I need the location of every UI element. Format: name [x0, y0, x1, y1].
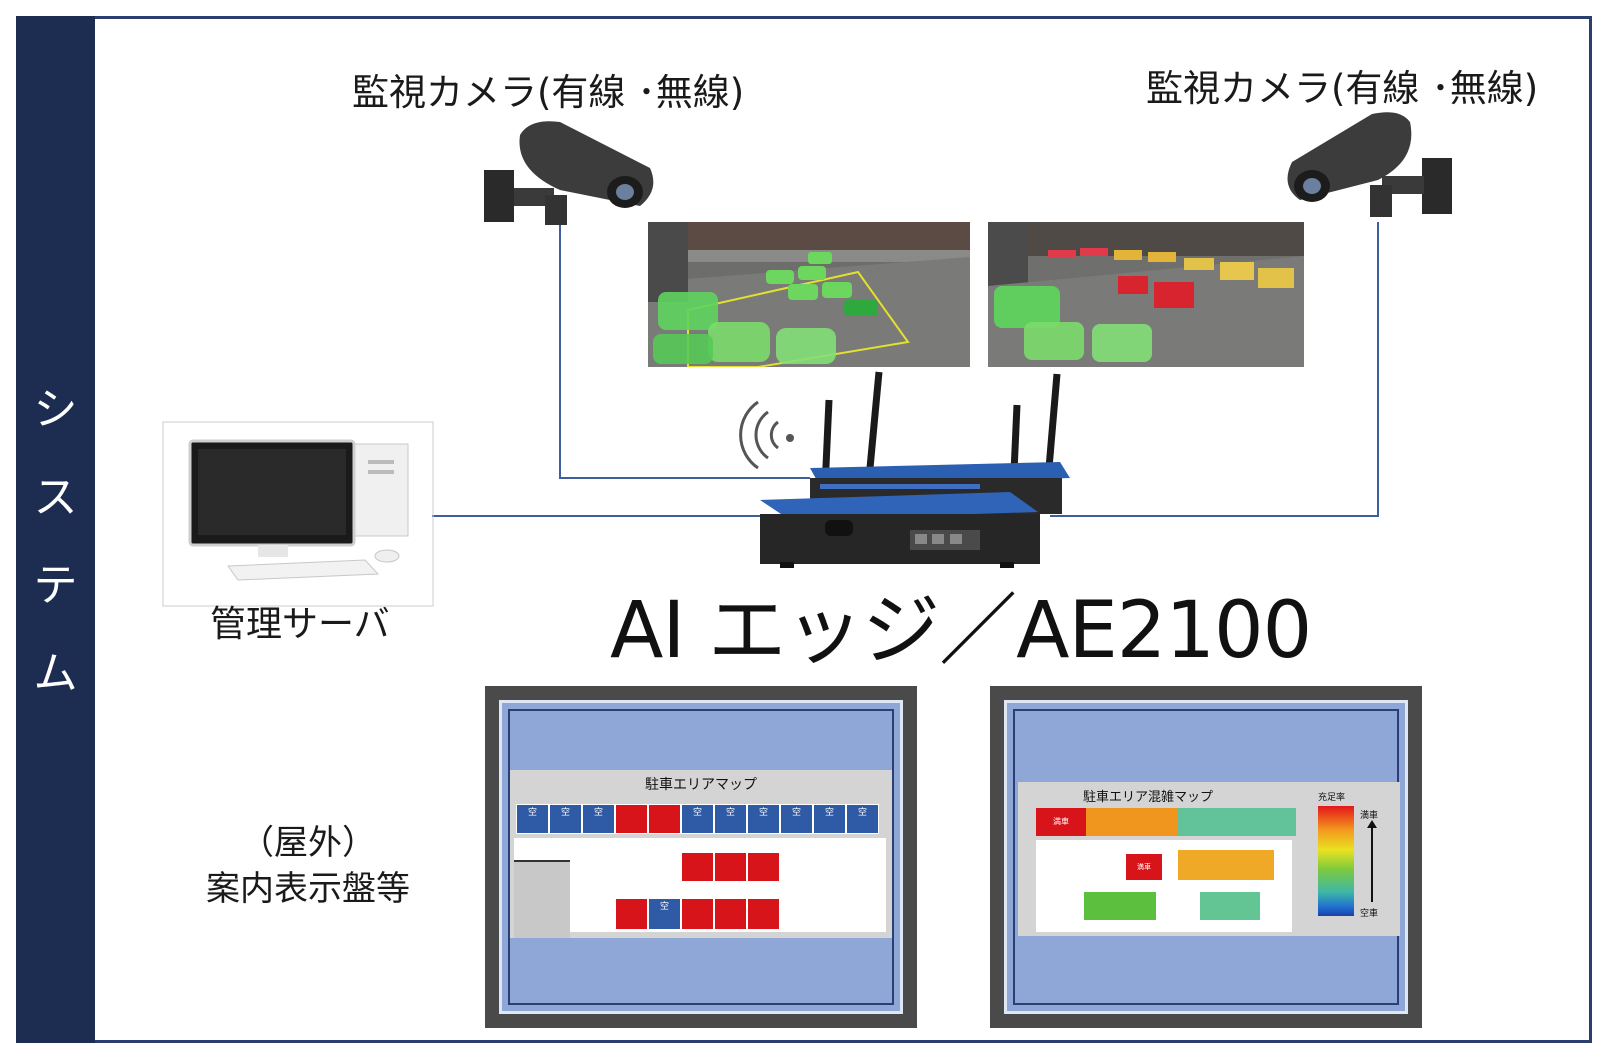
congestion-legend-gradient	[1318, 806, 1354, 916]
camera-feed-left	[648, 222, 970, 367]
parking-space-free: 空	[846, 804, 879, 834]
sidebar-char: ス	[33, 472, 78, 523]
left-camera-label: 監視カメラ(有線 ･無線)	[352, 71, 745, 114]
parking-space-free: 空	[549, 804, 582, 834]
parking-space-occupied	[714, 898, 747, 930]
parking-space-occupied	[681, 852, 714, 882]
parking-space-occupied	[747, 898, 780, 930]
parking-space-free: 空	[648, 898, 681, 930]
parking-space-free: 空	[714, 804, 747, 834]
outdoor-display-label: （屋外） 案内表示盤等	[206, 820, 410, 912]
congestion-map: 駐車エリア混雑マップ 満車 満車 充足率 満車 空車	[1018, 782, 1400, 936]
congestion-map-title: 駐車エリア混雑マップ	[1082, 790, 1213, 805]
parking-space-occupied	[747, 852, 780, 882]
congestion-legend-title: 充足率	[1318, 793, 1346, 803]
congestion-zone-full-small: 満車	[1126, 854, 1162, 880]
parking-space-free: 空	[582, 804, 615, 834]
right-camera-icon	[1287, 112, 1452, 217]
congestion-zone-moderate-small	[1200, 892, 1260, 920]
parking-space-free: 空	[780, 804, 813, 834]
connection-lines	[432, 222, 1379, 517]
display-panel-left: 駐車エリアマップ 空 空 空 空 空 空 空 空 空 空	[485, 686, 917, 1028]
congestion-zone-busy-small	[1178, 850, 1274, 880]
congestion-zone-busy	[1086, 808, 1178, 836]
server-label: 管理サーバ	[210, 604, 390, 645]
parking-space-free: 空	[516, 804, 549, 834]
parking-space-occupied	[681, 898, 714, 930]
parking-area-map: 駐車エリアマップ 空 空 空 空 空 空 空 空 空 空	[510, 770, 892, 938]
management-server-icon	[162, 421, 434, 607]
parking-space-free: 空	[813, 804, 846, 834]
congestion-zone-moderate	[1178, 808, 1296, 836]
outdoor-label-line2: 案内表示盤等	[206, 869, 410, 909]
congestion-legend-arrow	[1371, 826, 1373, 902]
sidebar-char: シ	[33, 384, 78, 435]
left-camera-link	[559, 225, 810, 479]
parking-space-occupied	[615, 898, 648, 930]
system-sidebar: シ ス テ ム	[16, 16, 95, 1043]
parking-space-free: 空	[681, 804, 714, 834]
parking-map-title: 駐車エリアマップ	[645, 777, 757, 793]
parking-space-occupied	[615, 804, 648, 834]
outdoor-label-line1: （屋外）	[240, 823, 376, 863]
left-camera-icon	[484, 121, 654, 225]
congestion-zone-low	[1084, 892, 1156, 920]
right-camera-label: 監視カメラ(有線 ･無線)	[1146, 67, 1539, 110]
display-panel-right: 駐車エリア混雑マップ 満車 満車 充足率 満車 空車	[990, 686, 1422, 1028]
parking-space-occupied	[648, 804, 681, 834]
ai-edge-device-icon	[760, 371, 1070, 568]
wireless-signal-icon	[739, 400, 794, 470]
camera-feed-right	[988, 222, 1304, 367]
right-camera-link	[1050, 222, 1379, 517]
parking-space-free: 空	[747, 804, 780, 834]
congestion-zone-full: 満車	[1036, 808, 1086, 836]
device-title: AI エッジ／AE2100	[610, 586, 1312, 676]
sidebar-label: シ ス テ ム	[16, 366, 95, 718]
sidebar-char: ム	[33, 648, 78, 699]
congestion-legend-arrowhead	[1367, 820, 1377, 828]
sidebar-char: テ	[33, 560, 78, 611]
congestion-legend-top: 満車	[1360, 811, 1379, 821]
congestion-legend-bottom: 空車	[1360, 909, 1379, 919]
parking-space-occupied	[714, 852, 747, 882]
